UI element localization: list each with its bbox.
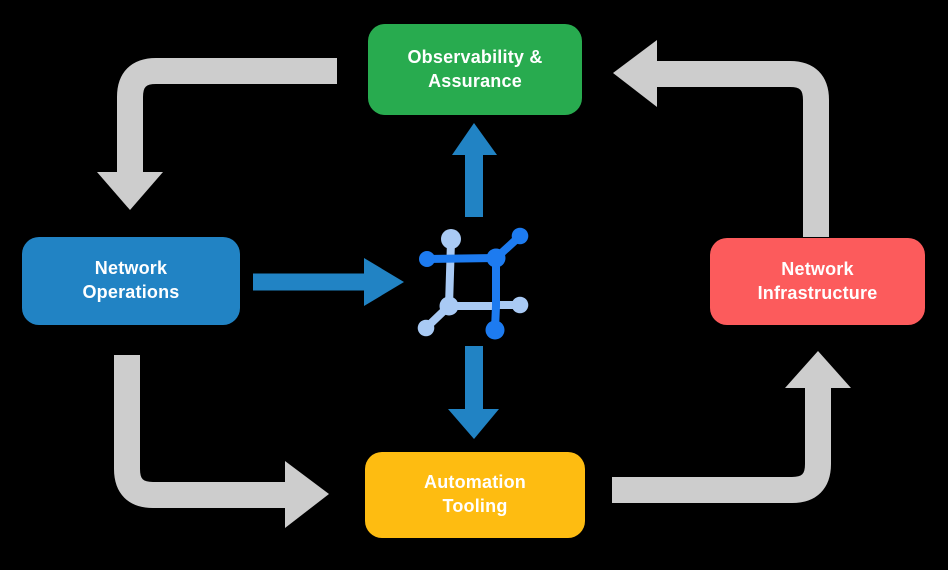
arrow-tooling-to-infrastructure xyxy=(612,351,851,503)
arrow-operations-to-tooling xyxy=(114,355,329,528)
node-network-infrastructure-label: Network Infrastructure xyxy=(757,258,878,303)
node-observability-assurance-label: Observability & Assurance xyxy=(407,46,543,91)
node-network-operations-label: Network Operations xyxy=(82,258,180,302)
node-automation-tooling: Automation Tooling xyxy=(365,452,585,538)
node-network-operations: Network Operations xyxy=(22,237,240,325)
arrow-infrastructure-to-observability xyxy=(613,40,829,237)
arrow-icon-to-tooling xyxy=(448,346,499,439)
node-observability-assurance: Observability & Assurance xyxy=(368,24,582,115)
node-network-infrastructure: Network Infrastructure xyxy=(710,238,925,325)
node-automation-tooling-label: Automation Tooling xyxy=(424,472,526,516)
arrow-observability-to-operations xyxy=(97,58,337,210)
arrow-operations-to-icon xyxy=(253,258,404,306)
network-mesh-icon xyxy=(417,227,529,340)
arrow-icon-to-observability xyxy=(452,123,497,217)
